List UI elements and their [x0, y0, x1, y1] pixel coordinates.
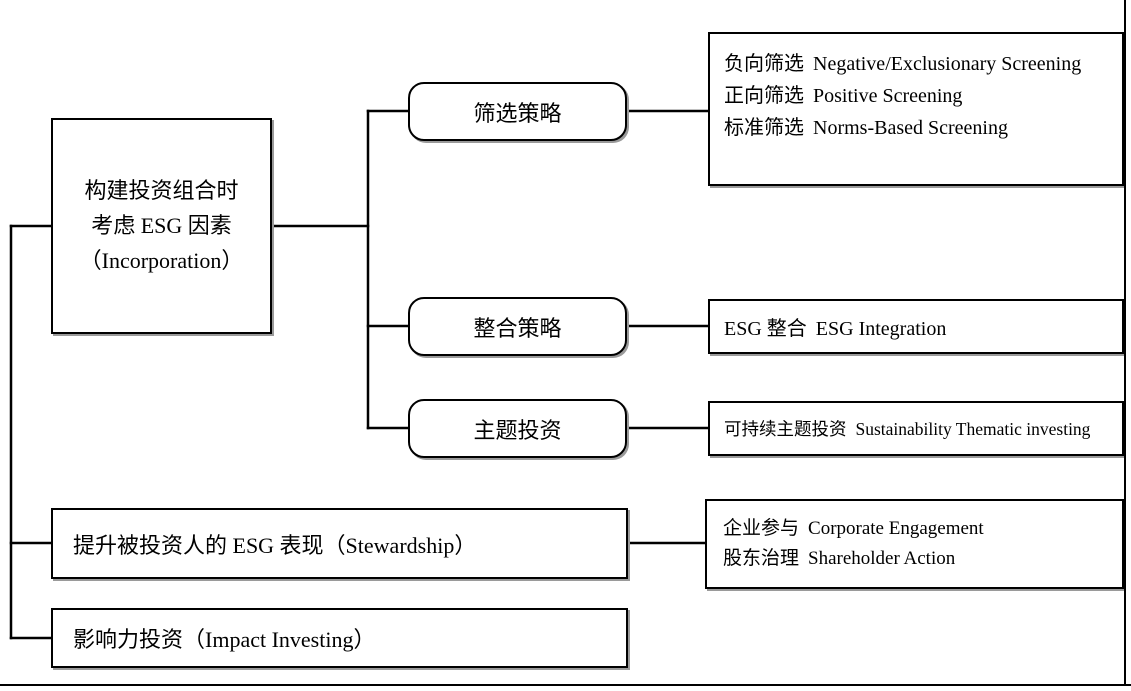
integration-strategy-label: 整合策略: [473, 315, 562, 341]
screening-detail-row-1-en: Negative/Exclusionary Screening: [813, 53, 1082, 75]
screening-detail-row-3-zh: 标准筛选: [724, 117, 804, 139]
stewardship-detail-row-1-en: Corporate Engagement: [808, 518, 984, 539]
node-thematic-detail[interactable]: 可持续主题投资 Sustainability Thematic investing: [708, 401, 1124, 456]
screening-detail-row-3-en: Norms-Based Screening: [813, 117, 1008, 139]
impact-label: 影响力投资（Impact Investing）: [73, 627, 376, 652]
integration-detail-zh: ESG 整合: [724, 318, 807, 340]
screening-detail-row-2-en: Positive Screening: [813, 85, 963, 107]
thematic-detail-row: 可持续主题投资 Sustainability Thematic investing: [724, 416, 1090, 441]
node-integration-detail[interactable]: ESG 整合 ESG Integration: [708, 299, 1124, 354]
incorporation-line-3: （Incorporation）: [79, 247, 244, 273]
screening-detail-row-1-zh: 负向筛选: [724, 53, 804, 75]
node-screening-detail[interactable]: 负向筛选 Negative/Exclusionary Screening 正向筛选…: [708, 32, 1124, 186]
stewardship-detail-row-2: 股东治理 Shareholder Action: [723, 543, 955, 570]
screening-detail-row-2-zh: 正向筛选: [724, 85, 804, 107]
integration-detail-en: ESG Integration: [815, 318, 947, 340]
integration-detail-row: ESG 整合 ESG Integration: [724, 312, 946, 341]
node-screening-strategy[interactable]: 筛选策略: [408, 82, 627, 141]
stewardship-detail-row-2-zh: 股东治理: [723, 548, 800, 569]
node-stewardship[interactable]: 提升被投资人的 ESG 表现（Stewardship）: [51, 508, 628, 579]
node-stewardship-detail[interactable]: 企业参与 Corporate Engagement 股东治理 Shareholder…: [705, 499, 1124, 589]
page-border-bottom: [0, 684, 1131, 686]
node-incorporation-text: 构建投资组合时 考虑 ESG 因素 （Incorporation）: [80, 175, 244, 277]
screening-detail-row-1: 负向筛选 Negative/Exclusionary Screening: [724, 47, 1081, 76]
screening-strategy-label: 筛选策略: [473, 100, 562, 126]
page-border-right: [1124, 0, 1126, 684]
node-incorporation[interactable]: 构建投资组合时 考虑 ESG 因素 （Incorporation）: [51, 118, 272, 334]
stewardship-detail-row-1: 企业参与 Corporate Engagement: [723, 513, 984, 540]
stewardship-detail-row-1-zh: 企业参与: [723, 518, 800, 539]
thematic-strategy-label: 主题投资: [473, 417, 562, 443]
node-impact[interactable]: 影响力投资（Impact Investing）: [51, 608, 628, 668]
thematic-detail-en: Sustainability Thematic investing: [855, 419, 1091, 439]
stewardship-label: 提升被投资人的 ESG 表现（Stewardship）: [73, 532, 477, 558]
thematic-detail-zh: 可持续主题投资: [724, 419, 847, 439]
screening-detail-row-3: 标准筛选 Norms-Based Screening: [724, 111, 1008, 140]
screening-detail-row-2: 正向筛选 Positive Screening: [724, 79, 962, 108]
stewardship-detail-row-2-en: Shareholder Action: [808, 548, 956, 569]
incorporation-line-1: 构建投资组合时: [84, 178, 239, 204]
incorporation-line-2: 考虑 ESG 因素: [91, 213, 232, 239]
node-integration-strategy[interactable]: 整合策略: [408, 297, 627, 356]
node-thematic-strategy[interactable]: 主题投资: [408, 399, 627, 458]
